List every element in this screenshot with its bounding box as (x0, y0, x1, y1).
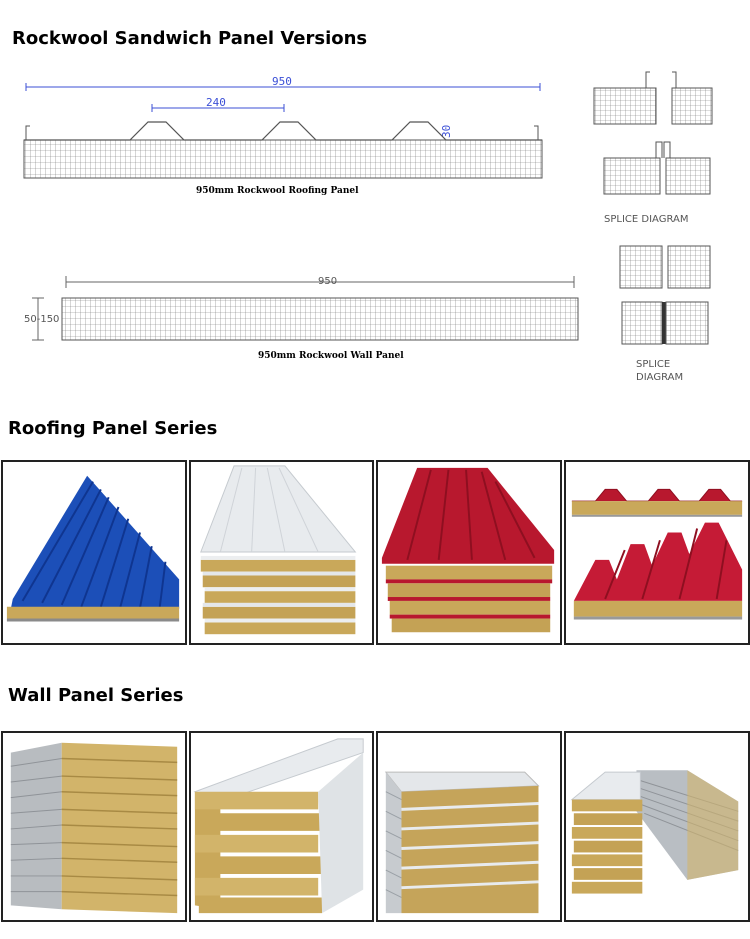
wall-photo-pile (376, 731, 562, 922)
wall-heading: Wall Panel Series (8, 685, 184, 706)
wall-thickness-dim: 50-150 (24, 314, 59, 325)
roof-splice-diagram: SPLICE DIAGRAM (593, 71, 713, 225)
wall-width-dim: 950 (318, 276, 337, 287)
roof-width-dim: 950 (272, 75, 292, 88)
wall-splice-label-2: DIAGRAM (636, 372, 683, 383)
roofing-heading: Roofing Panel Series (8, 418, 218, 439)
roof-photo-white-stack (189, 460, 374, 645)
roof-photo-red-stack (376, 460, 562, 645)
roof-rib-height-dim: 30 (440, 125, 453, 138)
wall-splice-diagram: SPLICE DIAGRAM (619, 245, 711, 383)
wall-photo-white-stack (189, 731, 374, 922)
roof-splice-label: SPLICE DIAGRAM (604, 214, 688, 225)
roof-photo-blue (1, 460, 187, 645)
wall-photo-two-stacks (564, 731, 750, 922)
roofing-panel-drawing: 950 240 30 950mm Rockwool Roofing Panel (23, 75, 543, 196)
wall-caption: 950mm Rockwool Wall Panel (258, 351, 404, 361)
roof-photo-red-sample (564, 460, 750, 645)
wall-photo-stack-edge (1, 731, 187, 922)
technical-diagram: 950 240 30 950mm Rockwool Roofing Panel … (23, 71, 713, 383)
versions-heading: Rockwool Sandwich Panel Versions (12, 28, 368, 49)
roof-rib-spacing-dim: 240 (206, 96, 226, 109)
wall-splice-label-1: SPLICE (636, 359, 670, 370)
wall-panel-drawing: 950 50-150 950mm Rockwool Wall Panel (24, 276, 579, 361)
roof-caption: 950mm Rockwool Roofing Panel (196, 186, 359, 196)
